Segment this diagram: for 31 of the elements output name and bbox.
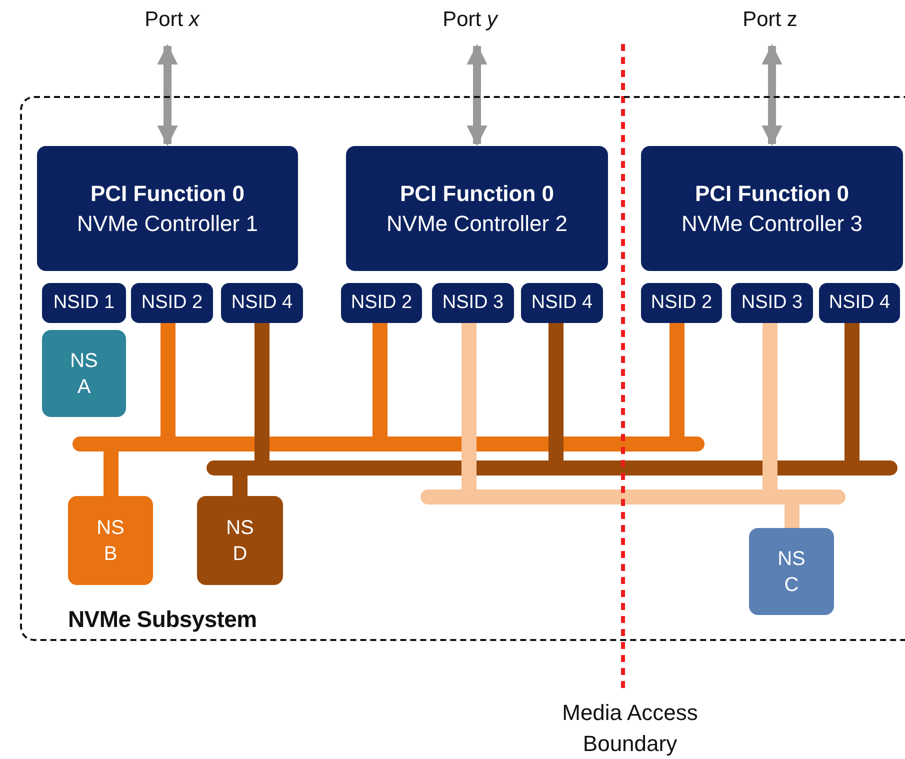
boundary-label: Media Access Boundary <box>561 699 699 758</box>
subsystem-boundary <box>20 96 905 641</box>
namespace-box: NS D <box>197 496 283 585</box>
port-label: Port x <box>122 8 222 38</box>
nsid-box: NSID 2 <box>641 283 722 323</box>
controller-box <box>37 146 298 271</box>
double-arrow <box>466 44 488 146</box>
port-label: Port y <box>420 8 520 38</box>
subsystem-title: NVMe Subsystem <box>68 606 257 633</box>
controller-box <box>641 146 903 271</box>
nsid-box: NSID 2 <box>131 283 213 323</box>
nsid-box: NSID 2 <box>341 283 422 323</box>
namespace-box: NS C <box>749 528 834 615</box>
double-arrow <box>157 44 178 146</box>
controller-name: NVMe Controller 2 <box>386 210 568 238</box>
controller-name: NVMe Controller 3 <box>682 210 862 238</box>
controller-name: NVMe Controller 1 <box>77 210 258 238</box>
double-arrow <box>762 44 782 146</box>
namespace-box: NS B <box>68 496 153 585</box>
nsid-box: NSID 4 <box>521 283 603 323</box>
port-label: Port z <box>720 8 820 38</box>
function-title: PCI Function 0 <box>695 180 849 208</box>
nsid-box: NSID 3 <box>731 283 813 323</box>
function-title: PCI Function 0 <box>400 180 554 208</box>
nsid-box: NSID 4 <box>819 283 900 323</box>
controller-box <box>346 146 608 271</box>
namespace-box: NS A <box>42 330 126 417</box>
nsid-box: NSID 1 <box>42 283 126 323</box>
nsid-box: NSID 4 <box>221 283 303 323</box>
function-title: PCI Function 0 <box>90 180 244 208</box>
nsid-box: NSID 3 <box>432 283 514 323</box>
